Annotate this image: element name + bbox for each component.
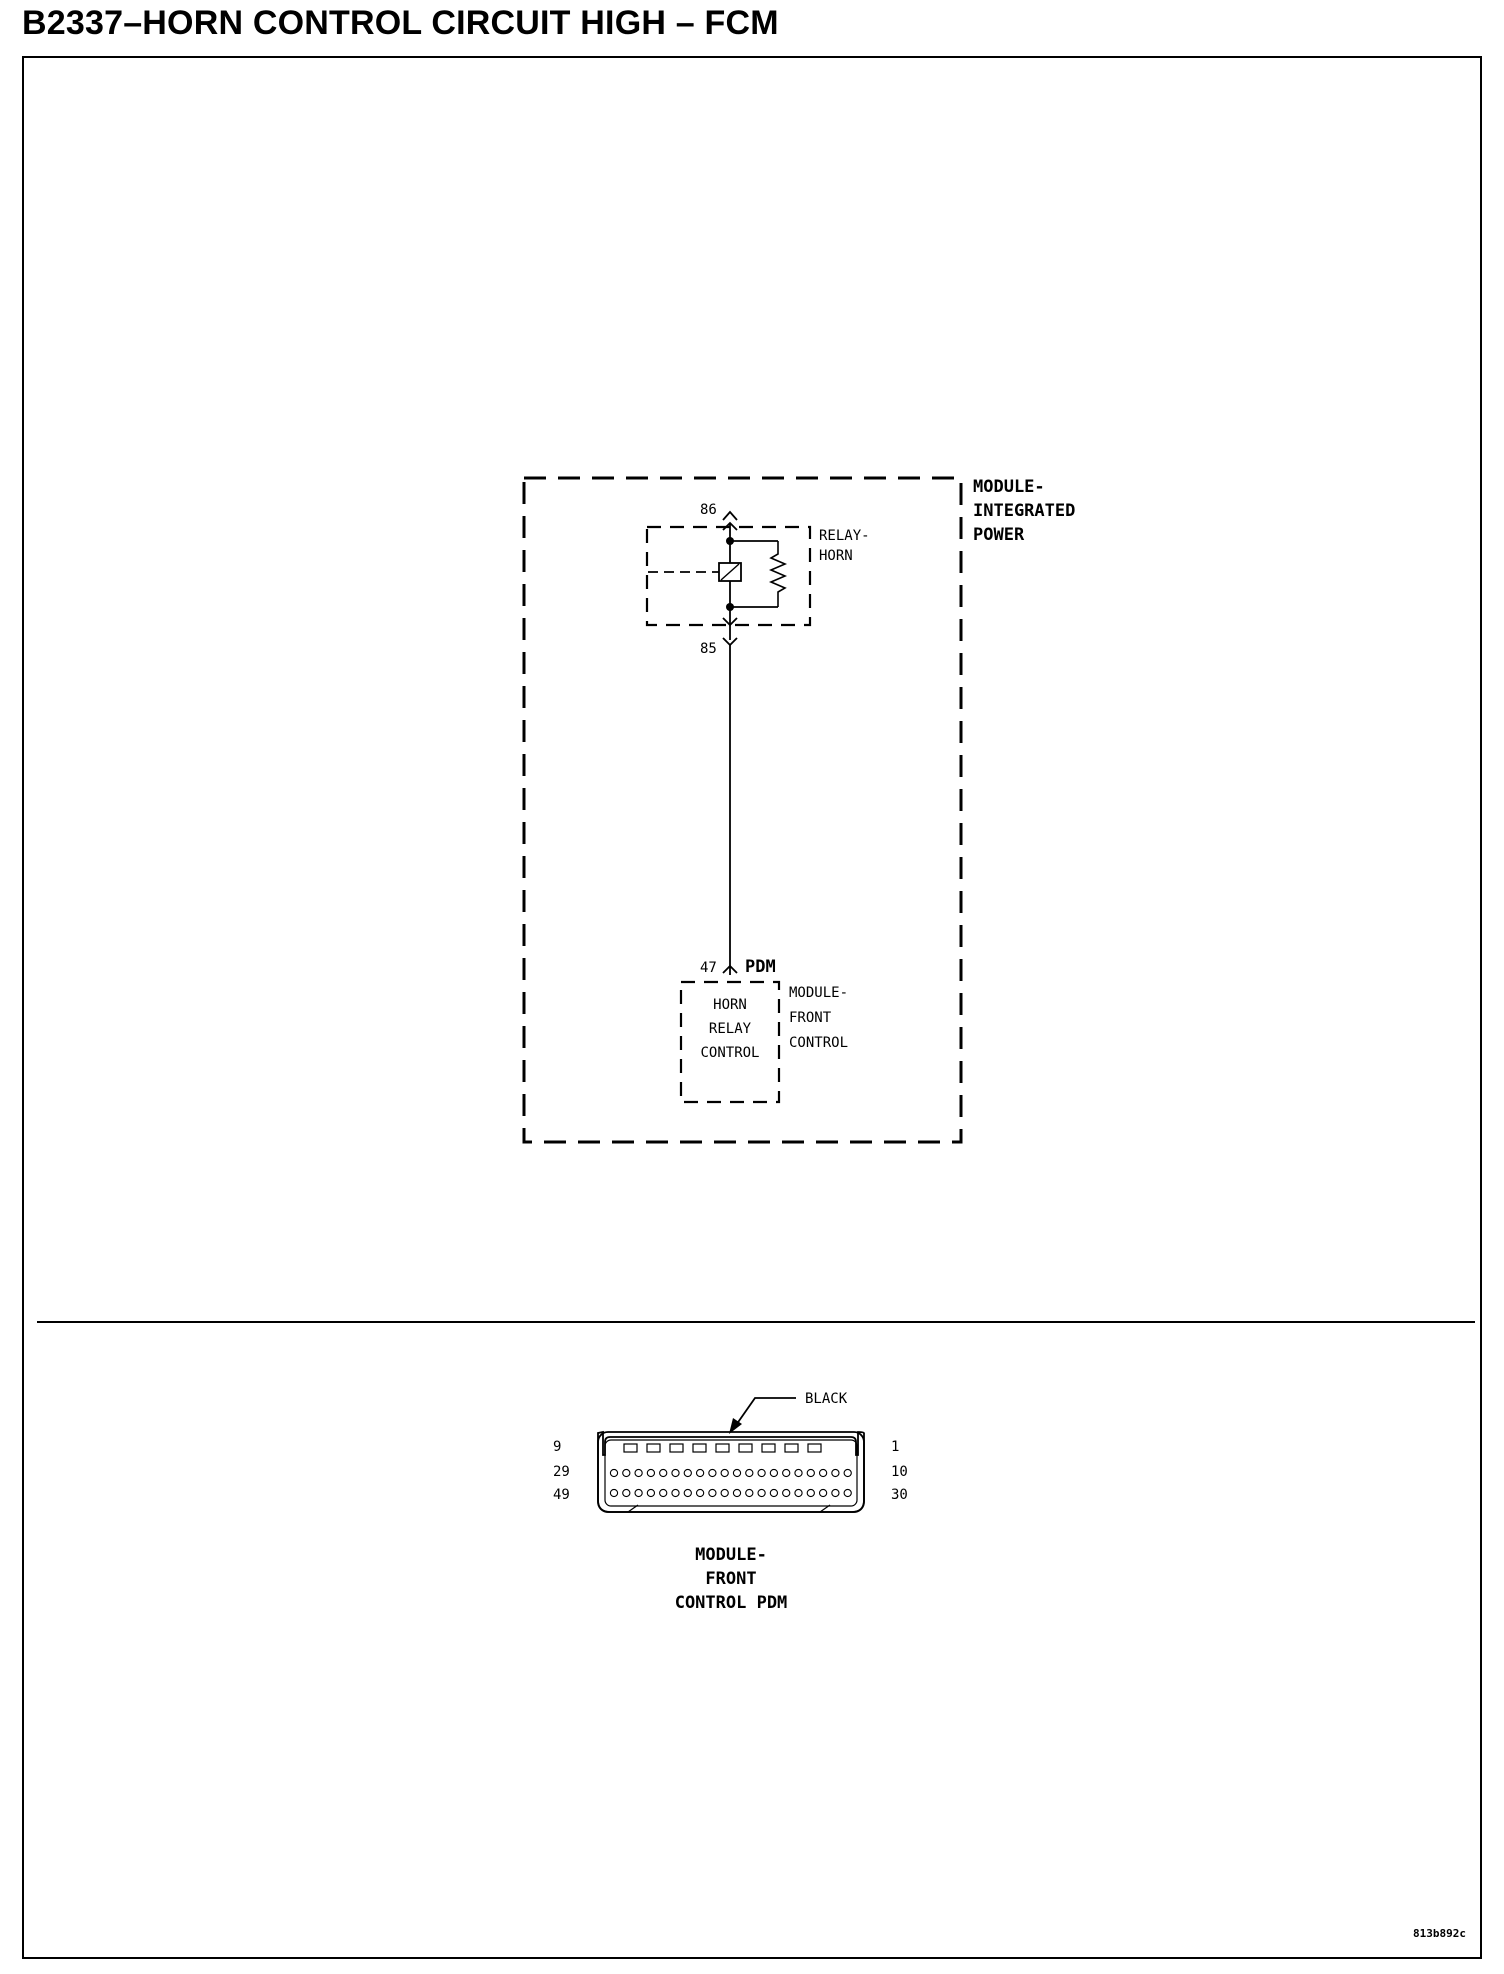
pin-47-label: 47 bbox=[700, 960, 717, 976]
pin-86-connector-icon bbox=[722, 510, 738, 521]
fcm-connector-label: PDM bbox=[745, 957, 776, 977]
connector-cavity bbox=[659, 1488, 668, 1498]
horn-relay-box bbox=[645, 525, 812, 627]
pin-29-label: 29 bbox=[553, 1464, 570, 1480]
connector-cavity bbox=[843, 1488, 852, 1498]
connector-cavity bbox=[634, 1468, 643, 1478]
connector-cavity bbox=[761, 1443, 776, 1453]
connector-cavity bbox=[683, 1468, 692, 1478]
pin-1-label: 1 bbox=[891, 1439, 899, 1455]
connector-cavity bbox=[669, 1443, 684, 1453]
pin-85-label: 85 bbox=[700, 641, 717, 657]
connector-color-arrow-icon bbox=[729, 1418, 742, 1434]
connector-cavity bbox=[769, 1488, 779, 1498]
connector-cavity bbox=[634, 1488, 643, 1498]
connector-cavity bbox=[818, 1488, 828, 1498]
connector-cavity bbox=[806, 1488, 815, 1498]
connector-cavity bbox=[794, 1488, 803, 1498]
connector-cavity bbox=[831, 1488, 840, 1498]
connector-cavity bbox=[715, 1443, 730, 1453]
page-title: B2337–HORN CONTROL CIRCUIT HIGH – FCM bbox=[22, 4, 779, 42]
connector-cavity bbox=[806, 1468, 815, 1478]
connector-cavity bbox=[646, 1443, 661, 1453]
connector-name-1: MODULE- bbox=[695, 1545, 767, 1565]
connector-cavity bbox=[671, 1488, 680, 1498]
connector-cavity bbox=[659, 1468, 668, 1478]
connector-cavity bbox=[818, 1468, 828, 1478]
pin-86-label: 86 bbox=[700, 502, 717, 518]
connector-cavity bbox=[695, 1488, 705, 1498]
connector-cavity bbox=[831, 1468, 840, 1478]
inner-module-label-3: CONTROL bbox=[789, 1035, 848, 1051]
connector-cavity bbox=[683, 1488, 692, 1498]
connector-cavity bbox=[609, 1488, 619, 1498]
inner-module-label-2: FRONT bbox=[789, 1010, 832, 1026]
inner-box-label-1: HORN bbox=[713, 997, 747, 1013]
connector-cavity bbox=[745, 1468, 754, 1478]
connector-cavity bbox=[623, 1443, 638, 1453]
outer-module-label-3: POWER bbox=[973, 525, 1025, 545]
connector-cavity bbox=[646, 1488, 656, 1498]
connector-cavity bbox=[782, 1468, 791, 1478]
inner-box-label-2: RELAY bbox=[709, 1021, 752, 1037]
relay-label-2: HORN bbox=[819, 548, 853, 564]
connector-color-leader bbox=[733, 1397, 796, 1429]
pin-49-label: 49 bbox=[553, 1487, 570, 1503]
inner-module-label-1: MODULE- bbox=[789, 985, 848, 1001]
connector-cavity bbox=[609, 1468, 619, 1478]
connector-cavity bbox=[720, 1488, 729, 1498]
connector-cavity bbox=[769, 1468, 779, 1478]
relay-label-1: RELAY- bbox=[819, 528, 870, 544]
connector-name-3: CONTROL PDM bbox=[675, 1593, 788, 1613]
front-control-module-box bbox=[679, 980, 781, 1104]
connector-cavity bbox=[622, 1468, 631, 1478]
connector-cavity bbox=[807, 1443, 822, 1453]
connector-name-2: FRONT bbox=[705, 1569, 756, 1589]
connector-cavity bbox=[732, 1468, 742, 1478]
connector-cavity bbox=[708, 1488, 717, 1498]
connector-cavity bbox=[757, 1488, 766, 1498]
connector-color-label: BLACK bbox=[805, 1391, 848, 1407]
connector-cavity bbox=[782, 1488, 791, 1498]
connector-cavity bbox=[784, 1443, 799, 1453]
pin-85-connector-icon bbox=[722, 617, 738, 627]
fcm-connector-face bbox=[597, 1430, 865, 1513]
connector-cavity bbox=[671, 1468, 680, 1478]
integrated-power-module-box bbox=[522, 476, 963, 1144]
connector-cavity bbox=[692, 1443, 707, 1453]
connector-cavity bbox=[745, 1488, 754, 1498]
outer-module-label-2: INTEGRATED bbox=[973, 501, 1075, 521]
diagram-frame bbox=[22, 56, 1482, 1959]
pin-30-label: 30 bbox=[891, 1487, 908, 1503]
outer-module-label-1: MODULE- bbox=[973, 477, 1045, 497]
connector-cavity bbox=[757, 1468, 766, 1478]
relay-resistor-icon bbox=[768, 541, 788, 607]
connector-cavity bbox=[732, 1488, 742, 1498]
pin-9-label: 9 bbox=[553, 1439, 561, 1455]
connector-cavity bbox=[720, 1468, 729, 1478]
connector-cavity bbox=[695, 1468, 705, 1478]
connector-cavity bbox=[794, 1468, 803, 1478]
pin-10-label: 10 bbox=[891, 1464, 908, 1480]
connector-cavity bbox=[843, 1468, 852, 1478]
connector-cavity bbox=[646, 1468, 656, 1478]
figure-id: 813b892c bbox=[1413, 1927, 1466, 1940]
connector-cavity bbox=[708, 1468, 717, 1478]
connector-cavity bbox=[622, 1488, 631, 1498]
inner-box-label-3: CONTROL bbox=[700, 1045, 759, 1061]
pin-47-connector-icon bbox=[722, 964, 738, 974]
connector-cavity bbox=[738, 1443, 753, 1453]
